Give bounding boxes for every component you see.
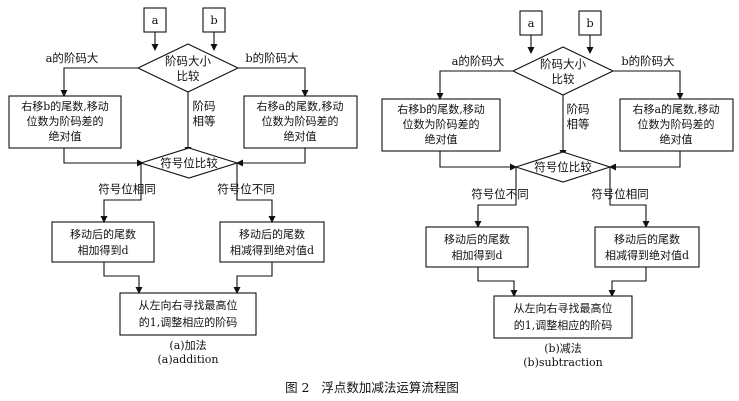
sub-caption-en: (b)subtraction [523,356,602,369]
add-arrow-b-larger [238,67,309,97]
add-sign-compare-diamond [139,147,239,179]
add-shift-b-text-2: 位数为阶码差的 [27,114,104,128]
add-shift-a-box [243,95,358,149]
add-sign-compare-text: 符号位比较 [160,156,218,170]
sub-caption-cn: (b)减法 [544,341,582,355]
add-a-larger-label: a的阶码大 [46,51,99,65]
add-normalize-text-2: 的1,调整相应的阶码 [139,315,238,329]
sub-arrow-op-add-to-normalize [477,267,518,297]
add-shift-b-text-3: 绝对值 [49,129,82,143]
add-op-add-text-2: 相加得到d [77,244,128,257]
sub-b-larger-label: b的阶码大 [621,54,675,68]
add-arrow-op-sub-to-normalize [233,262,273,294]
add-arrow-diff-sign [236,163,276,223]
sub-arrow-diff-sign [474,167,517,228]
add-normalize-box [119,292,257,336]
sub-op-sub-text-2: 相减得到绝对值d [605,248,689,262]
add-normalize-text-1: 从左向右寻找最高位 [139,298,238,312]
sub-arrow-shift-a-to-sign [609,151,681,171]
add-caption-en: (a)addition [158,353,219,366]
sub-equal-label-2: 相等 [567,117,590,131]
sub-op-sub-text-1: 移动后的尾数 [614,232,680,246]
sub-op-sub-box [594,226,700,268]
sub-diff-sign-label: 符号位不同 [471,187,529,201]
add-shift-a-text-3: 绝对值 [284,129,317,143]
sub-same-sign-label: 符号位相同 [591,187,649,201]
add-shift-a-text-1: 右移a的尾数,移动 [256,99,343,113]
add-exponent-compare-diamond [136,43,240,93]
add-arrow-a-larger [60,67,138,97]
add-shift-b-box [8,95,122,149]
add-exponent-compare-text-1: 阶码大小 [165,54,211,68]
add-op-sub-box [219,221,325,263]
add-arrow-shift-a-to-sign [236,148,306,167]
add-shift-a-text-2: 位数为阶码差的 [262,114,339,128]
sub-a-larger-label: a的阶码大 [452,54,505,68]
sub-exponent-compare-diamond [511,46,615,96]
add-exponent-compare-text-2: 比较 [177,69,200,83]
sub-op-add-box [425,226,529,268]
add-op-sub-text-2: 相减得到绝对值d [230,243,314,257]
add-equal-label-2: 相等 [193,114,216,128]
sub-shift-a-text-2: 位数为阶码差的 [638,117,715,131]
add-input-a-label: a [152,13,159,27]
add-op-add-box [51,221,155,263]
add-op-add-text-1: 移动后的尾数 [70,227,136,241]
add-arrow-op-add-to-normalize [103,262,143,294]
figure-caption: 图 2 浮点数加减法运算流程图 [285,380,459,395]
add-diff-sign-label: 符号位不同 [217,182,275,196]
sub-shift-b-text-1: 右移b的尾数,移动 [397,102,485,116]
sub-normalize-text-2: 的1,调整相应的阶码 [514,318,613,332]
add-input-b-label: b [210,13,217,27]
sub-shift-a-text-1: 右移a的尾数,移动 [632,102,719,116]
sub-arrow-op-sub-to-normalize [608,267,647,297]
sub-arrow-a-larger [436,70,513,100]
sub-normalize-box [493,295,633,339]
add-b-larger-label: b的阶码大 [245,51,299,65]
sub-equal-label-1: 阶码 [567,102,590,116]
sub-op-add-text-2: 相加得到d [451,249,502,262]
sub-op-add-text-1: 移动后的尾数 [444,232,510,246]
sub-normalize-text-1: 从左向右寻找最高位 [514,301,613,315]
addition-flowchart: a b 阶码大小 比较 a的阶码大 b的阶码大 阶码 相等 右移b的尾数,移动 … [8,7,358,366]
sub-shift-b-text-3: 绝对值 [425,132,458,146]
add-arrow-same-sign [100,163,142,223]
sub-sign-compare-text: 符号位比较 [534,160,592,174]
sub-arrow-b-larger [613,70,684,100]
sub-arrow-shift-b-to-sign [439,151,517,171]
add-same-sign-label: 符号位相同 [98,182,156,196]
sub-exponent-compare-text-1: 阶码大小 [540,57,586,71]
sub-sign-compare-diamond [514,151,612,183]
sub-exponent-compare-text-2: 比较 [552,72,575,86]
sub-shift-a-text-3: 绝对值 [660,132,693,146]
add-arrow-shift-b-to-sign [63,148,144,167]
sub-arrow-same-sign [609,167,650,228]
add-shift-b-text-1: 右移b的尾数,移动 [21,99,109,113]
sub-shift-b-box [381,98,501,152]
subtraction-flowchart: a b 阶码大小 比较 a的阶码大 b的阶码大 阶码 相等 右移b的尾数,移动 … [381,10,734,369]
sub-shift-b-text-2: 位数为阶码差的 [403,117,480,131]
sub-input-a-label: a [528,16,535,30]
add-caption-cn: (a)加法 [169,338,206,352]
add-op-sub-text-1: 移动后的尾数 [239,227,305,241]
sub-shift-a-box [619,98,734,152]
sub-input-b-label: b [586,16,593,30]
add-equal-label-1: 阶码 [193,99,216,113]
